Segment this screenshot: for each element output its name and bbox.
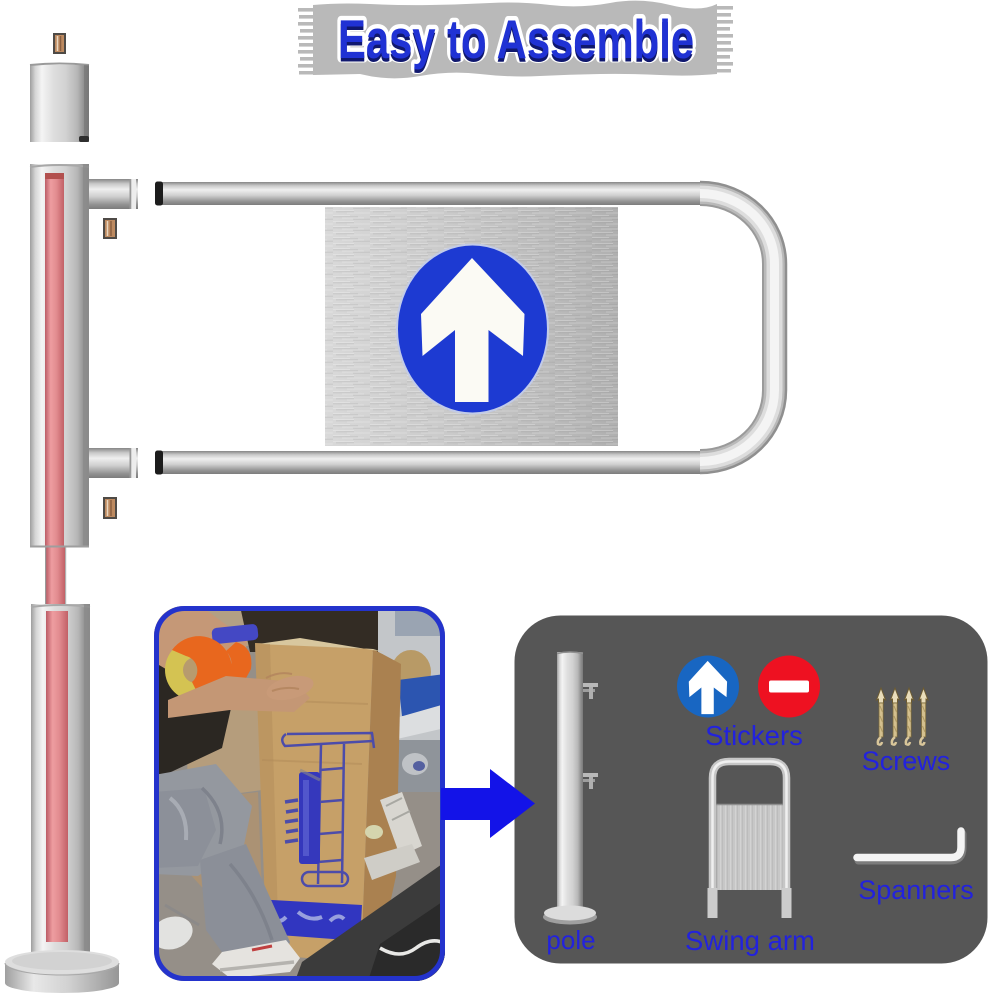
svg-text:Easy to Assemble: Easy to Assemble (338, 13, 694, 74)
svg-text:pole: pole (546, 925, 595, 955)
svg-text:Easy to Assemble: Easy to Assemble (338, 10, 694, 71)
svg-text:Easy to Assemble: Easy to Assemble (338, 10, 694, 71)
svg-text:Spanners: Spanners (858, 875, 974, 905)
svg-text:Swing arm: Swing arm (685, 925, 815, 956)
svg-text:Stickers: Stickers (705, 720, 803, 751)
svg-text:Screws: Screws (862, 746, 951, 776)
